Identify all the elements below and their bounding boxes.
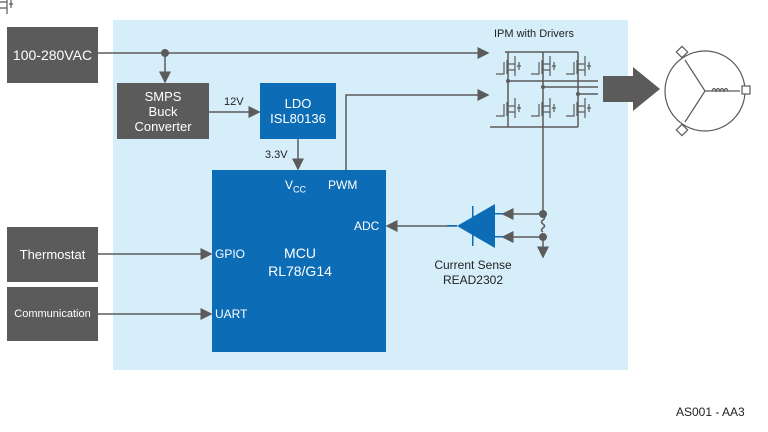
- vcc-pin-label: VCC: [285, 178, 306, 194]
- output-arrow-icon: [603, 67, 660, 111]
- 12v-label: 12V: [224, 96, 244, 108]
- pwm-wire: [345, 89, 490, 170]
- uart-pin-label: UART: [215, 307, 248, 321]
- mcu-part-label: RL78/G14: [268, 263, 332, 279]
- pwm-pin-label: PWM: [328, 178, 358, 192]
- ac-input-label: 100-280VAC: [12, 46, 93, 63]
- ac-input-block: 100-280VAC: [7, 27, 98, 83]
- adc-pin-label: ADC: [354, 219, 380, 233]
- mcu-block: [212, 170, 386, 352]
- thermostat-block: Thermostat: [7, 227, 98, 282]
- communication-block: Communication: [7, 287, 98, 341]
- motor-icon: [664, 45, 751, 137]
- gpio-pin-label: GPIO: [215, 247, 246, 261]
- thermostat-label: Thermostat: [19, 247, 86, 262]
- vcc-text: V: [285, 178, 294, 192]
- ldo-label: LDO: [284, 96, 312, 111]
- ldo-part-label: ISL80136: [270, 111, 326, 126]
- current-sense-part: READ2302: [442, 273, 504, 287]
- transistor-icons: [0, 0, 592, 119]
- current-sense-amp-icon: [447, 204, 503, 248]
- mcu-title: MCU RL78/G14: [250, 242, 350, 282]
- mcu-label: MCU: [284, 245, 316, 261]
- smps-block: SMPS Buck Converter: [117, 83, 209, 139]
- current-sense-label: Current Sense READ2302: [428, 258, 518, 288]
- smps-label: SMPS: [144, 88, 182, 104]
- 3v3-label: 3.3V: [265, 149, 288, 161]
- smps-label: Converter: [134, 118, 192, 134]
- vcc-subscript: CC: [293, 184, 307, 195]
- figure-id: AS001 - AA3: [676, 405, 745, 419]
- current-sense-title: Current Sense: [434, 258, 512, 272]
- ldo-block: LDO ISL80136: [260, 83, 336, 139]
- ipm-label: IPM with Drivers: [494, 28, 575, 40]
- smps-label: Buck: [148, 103, 178, 119]
- communication-label: Communication: [14, 307, 91, 320]
